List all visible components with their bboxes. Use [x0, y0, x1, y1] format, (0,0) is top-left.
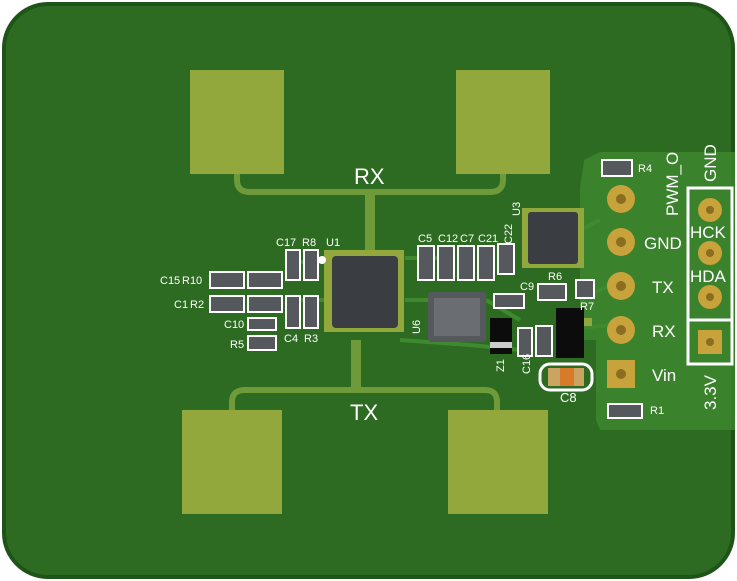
u1-pin1-dot — [318, 256, 326, 264]
pin-label-hck: HCK — [690, 223, 727, 242]
regulator-chip — [556, 308, 584, 358]
label-r1: R1 — [650, 405, 664, 417]
capacitor-c8-mark — [560, 368, 574, 386]
chip-u3 — [528, 212, 578, 264]
label-r4: R4 — [638, 163, 652, 175]
label-r7: R7 — [580, 301, 594, 313]
label-c10: C10 — [224, 319, 244, 331]
pin-label-3v3: 3.3V — [701, 374, 720, 410]
label-c7: C7 — [460, 233, 474, 245]
antenna-rx-patch-right — [456, 70, 550, 174]
label-r3: R3 — [304, 333, 318, 345]
right-header-outline — [686, 186, 734, 366]
label-u1: U1 — [326, 237, 340, 249]
label-c5: C5 — [418, 233, 432, 245]
right-header-pads — [698, 198, 722, 354]
pin-label-hda: HDA — [690, 267, 727, 286]
label-c12: C12 — [438, 233, 458, 245]
label-c17: C17 — [276, 237, 296, 249]
label-c9: C9 — [520, 281, 534, 293]
tx-feed-trace — [229, 387, 500, 410]
passive-parts — [209, 159, 643, 419]
diode-z1 — [490, 318, 512, 354]
label-u3: U3 — [511, 202, 523, 216]
pin-label-tx: TX — [652, 278, 674, 297]
label-c8: C8 — [560, 390, 577, 405]
regulator-tab — [584, 318, 592, 326]
left-header-pads — [607, 185, 635, 388]
antenna-tx-patch-right — [448, 410, 548, 514]
pin-label-pwm-o: PWM_O — [663, 152, 682, 216]
label-c16: C16 — [521, 354, 533, 374]
tx-label: TX — [350, 400, 378, 425]
diode-z1-band — [490, 342, 512, 348]
label-r5: R5 — [230, 339, 244, 351]
label-r8: R8 — [302, 237, 316, 249]
pin-label-rx: RX — [652, 322, 676, 341]
pin-label-vin: Vin — [652, 366, 676, 385]
label-c4: C4 — [284, 333, 298, 345]
chip-u1 — [332, 256, 398, 328]
pin-label-gnd-right: GND — [701, 144, 720, 182]
rx-label: RX — [354, 164, 385, 189]
label-c21: C21 — [478, 233, 498, 245]
label-c15: C15 — [160, 275, 180, 287]
label-c22: C22 — [503, 224, 515, 244]
label-z1: Z1 — [495, 359, 507, 372]
antenna-tx-patch-left — [182, 410, 282, 514]
label-c1: C1 — [174, 299, 188, 311]
label-r6: R6 — [548, 271, 562, 283]
inductor-u6-core — [434, 298, 480, 336]
label-r2: R2 — [190, 299, 204, 311]
label-u6: U6 — [411, 320, 423, 334]
antenna-rx-patch-left — [190, 70, 284, 174]
label-r10: R10 — [182, 275, 202, 287]
capacitor-c8-outline — [538, 362, 594, 392]
pin-label-gnd-left: GND — [644, 234, 682, 253]
